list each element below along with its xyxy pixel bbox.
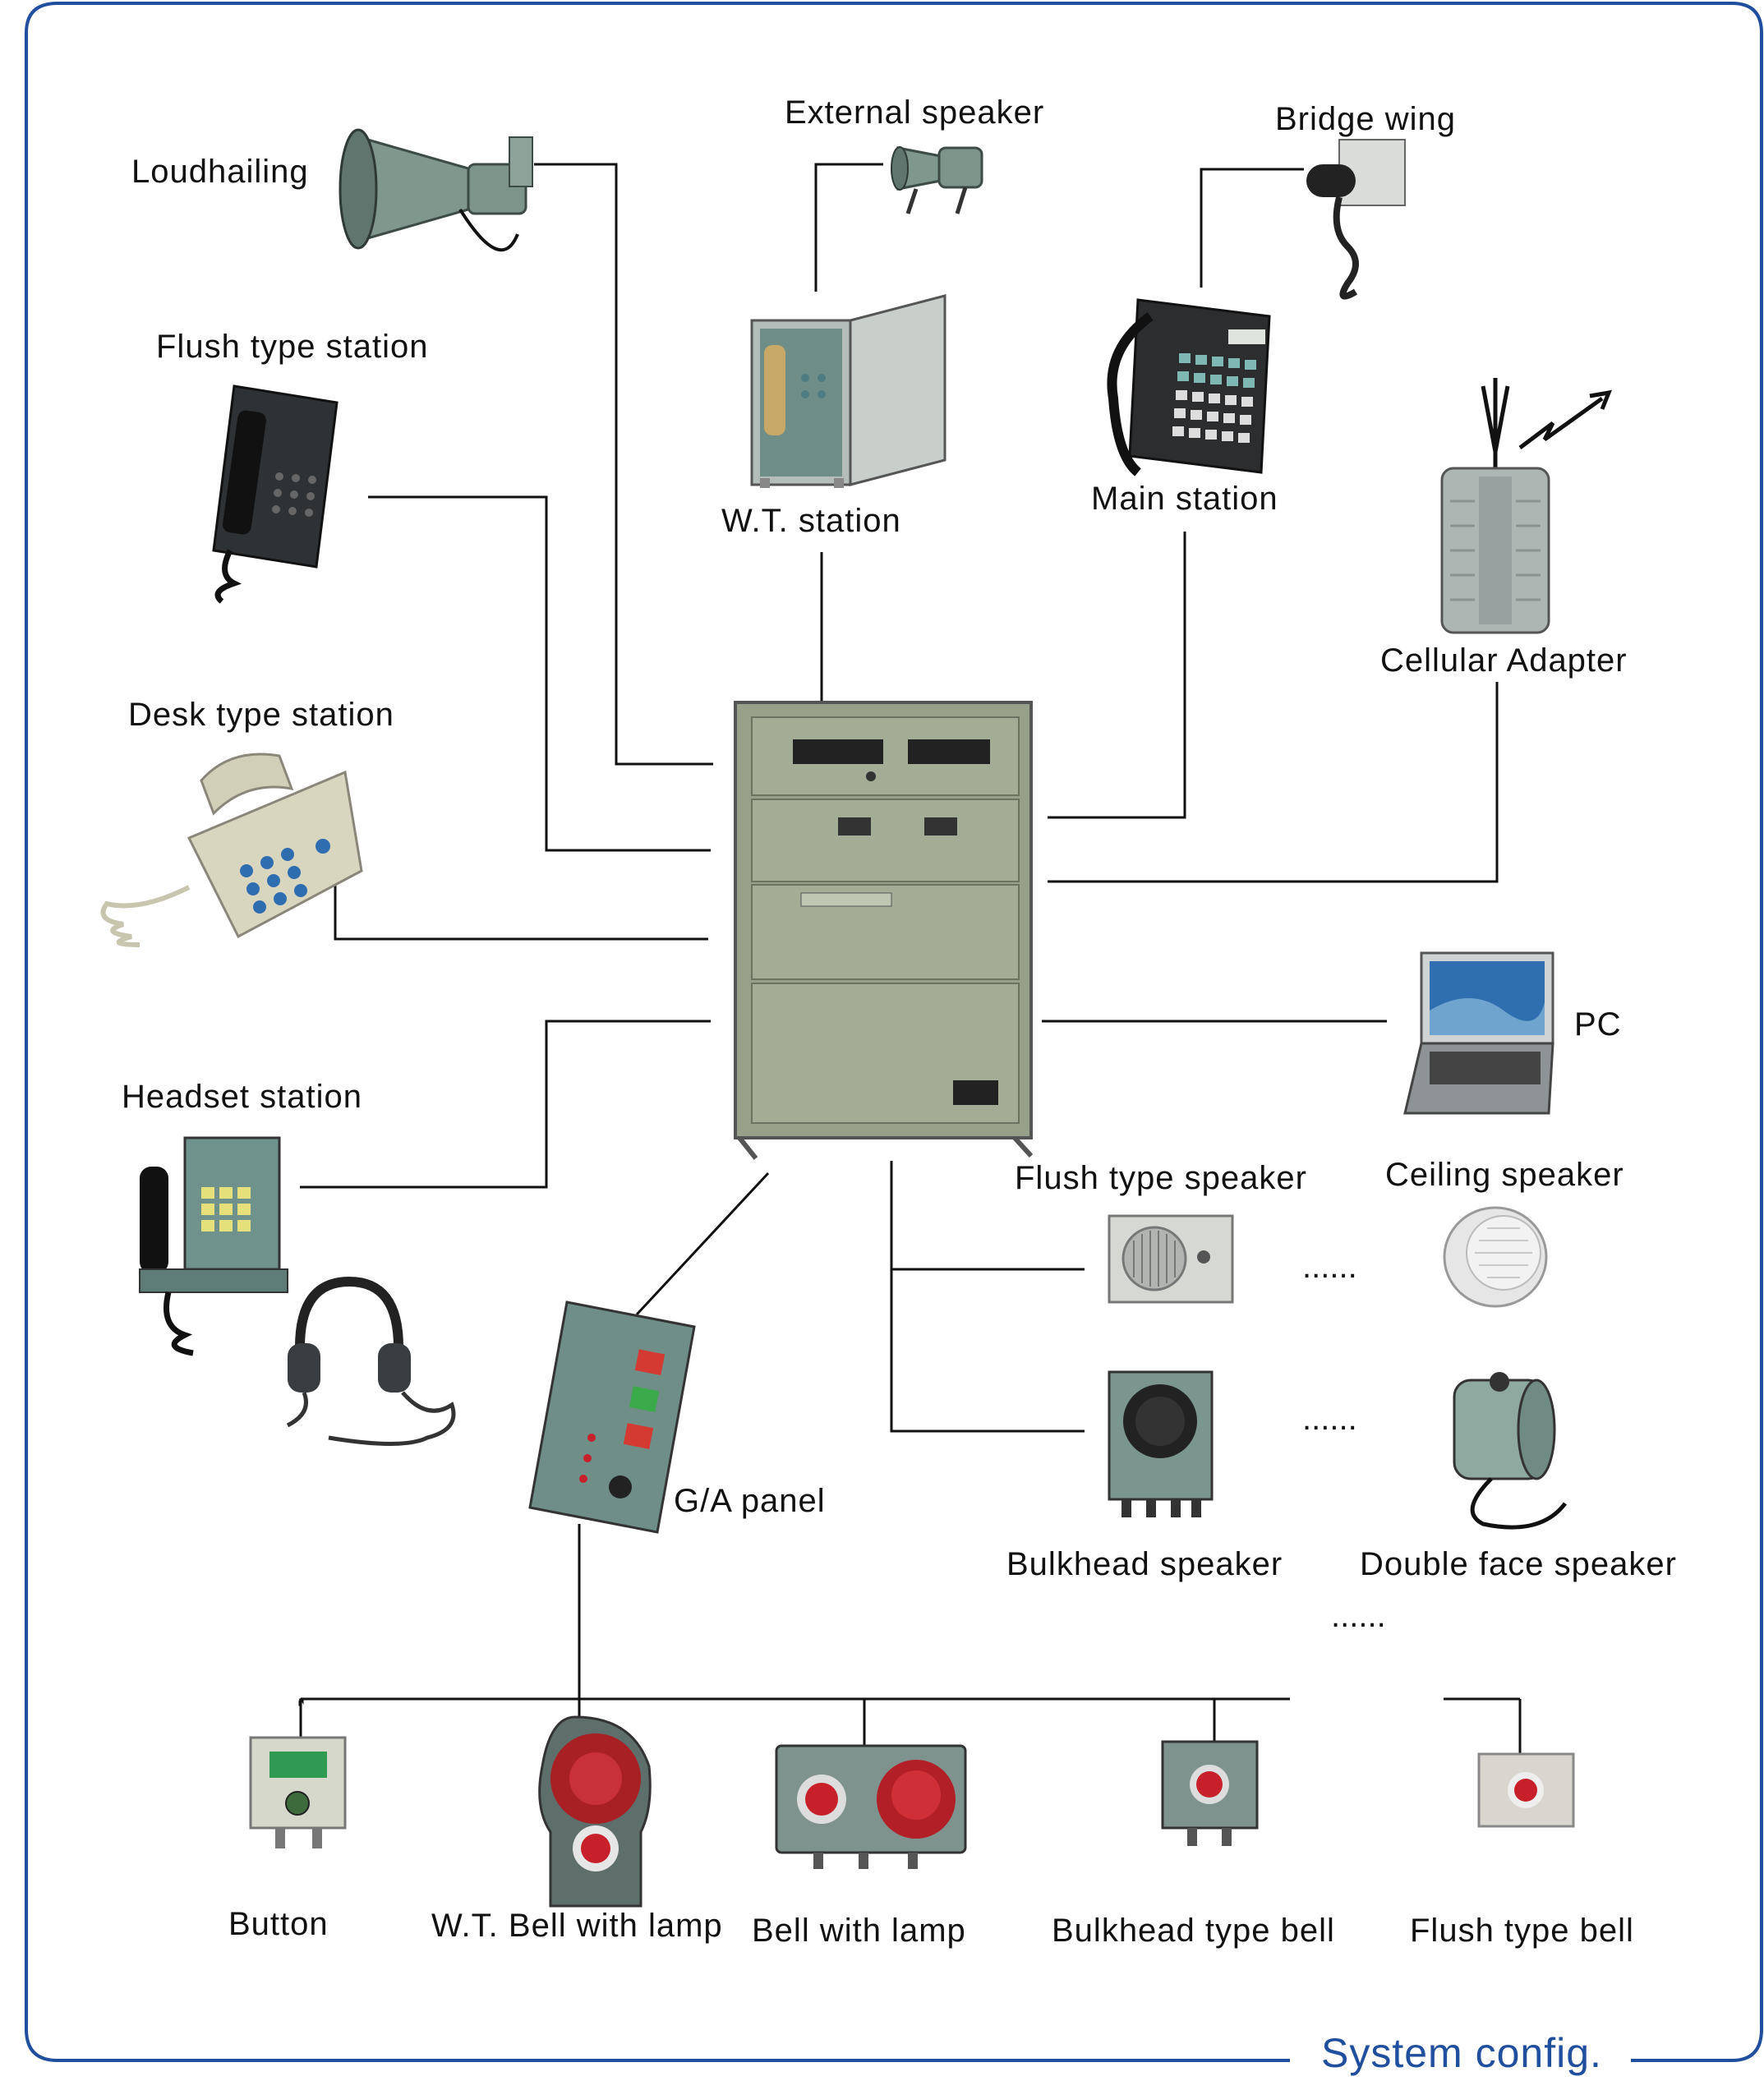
speaker-icon (1443, 1206, 1548, 1308)
antenna-icon (1440, 378, 1612, 634)
label-cellular-adapter: Cellular Adapter (1380, 642, 1628, 679)
horn-speaker-icon (339, 128, 533, 252)
alarm-bell-icon (775, 1744, 967, 1869)
label-bridge-wing: Bridge wing (1275, 101, 1457, 137)
line-external-speaker (814, 163, 883, 292)
speaker-icon (1108, 1370, 1214, 1517)
speaker-icon (1453, 1372, 1567, 1530)
cabinet-icon (734, 701, 1034, 1160)
ellipsis-row2: ...... (1302, 1401, 1357, 1437)
microphone-icon (1306, 139, 1406, 300)
speaker-icon (1108, 1214, 1234, 1304)
label-bulkhead-type-bell: Bulkhead type bell (1052, 1913, 1335, 1949)
label-external-speaker: External speaker (785, 94, 1045, 131)
label-flush-type-speaker: Flush type speaker (1015, 1160, 1307, 1196)
line-loudhailing (534, 163, 713, 766)
label-wt-bell-with-lamp: W.T. Bell with lamp (431, 1908, 723, 1944)
label-double-face-speaker: Double face speaker (1360, 1546, 1677, 1582)
outer-frame (25, 1, 1763, 2062)
label-flush-type-bell: Flush type bell (1410, 1913, 1634, 1949)
laptop-icon (1403, 951, 1554, 1115)
ga-panel-icon (528, 1300, 696, 1534)
drop-button-real (299, 1697, 304, 1754)
telephone-icon (750, 294, 946, 488)
horn-speaker-icon (891, 146, 983, 214)
line-cellular (1048, 682, 1499, 883)
line-headset (300, 1020, 711, 1189)
label-ga-panel: G/A panel (674, 1483, 826, 1519)
line-ga-panel (635, 1172, 770, 1316)
telephone-icon (1107, 298, 1271, 476)
line-main-station (1048, 532, 1186, 819)
label-bell-with-lamp: Bell with lamp (752, 1913, 966, 1949)
telephone-icon (139, 1136, 288, 1356)
bus-ellipsis: ...... (1331, 1598, 1386, 1634)
label-pc: PC (1574, 1006, 1622, 1043)
line-flush-station (368, 495, 711, 852)
alarm-bell-icon (1477, 1752, 1575, 1828)
label-desk-type-station: Desk type station (128, 697, 394, 733)
label-loudhailing: Loudhailing (131, 154, 309, 190)
label-wt-station: W.T. station (721, 503, 901, 539)
push-button-icon (249, 1736, 347, 1848)
ellipsis-row1: ...... (1302, 1249, 1357, 1285)
label-button: Button (228, 1906, 329, 1942)
alarm-bell-icon (1161, 1740, 1259, 1846)
line-bridge-wing (1200, 168, 1304, 288)
label-main-station: Main station (1091, 481, 1278, 517)
line-desk-station (334, 871, 708, 941)
label-flush-type-station: Flush type station (156, 329, 429, 365)
telephone-icon (212, 384, 339, 604)
telephone-icon (100, 753, 363, 947)
alarm-bell-icon (538, 1715, 652, 1908)
footer-title: System config. (1321, 2030, 1602, 2076)
label-ceiling-speaker: Ceiling speaker (1385, 1157, 1624, 1193)
label-bulkhead-speaker: Bulkhead speaker (1006, 1546, 1283, 1582)
label-headset-station: Headset station (122, 1079, 362, 1115)
connection-lines (298, 163, 1522, 1754)
headset-icon (286, 1276, 456, 1446)
line-speakers-trunk (890, 1161, 1085, 1433)
